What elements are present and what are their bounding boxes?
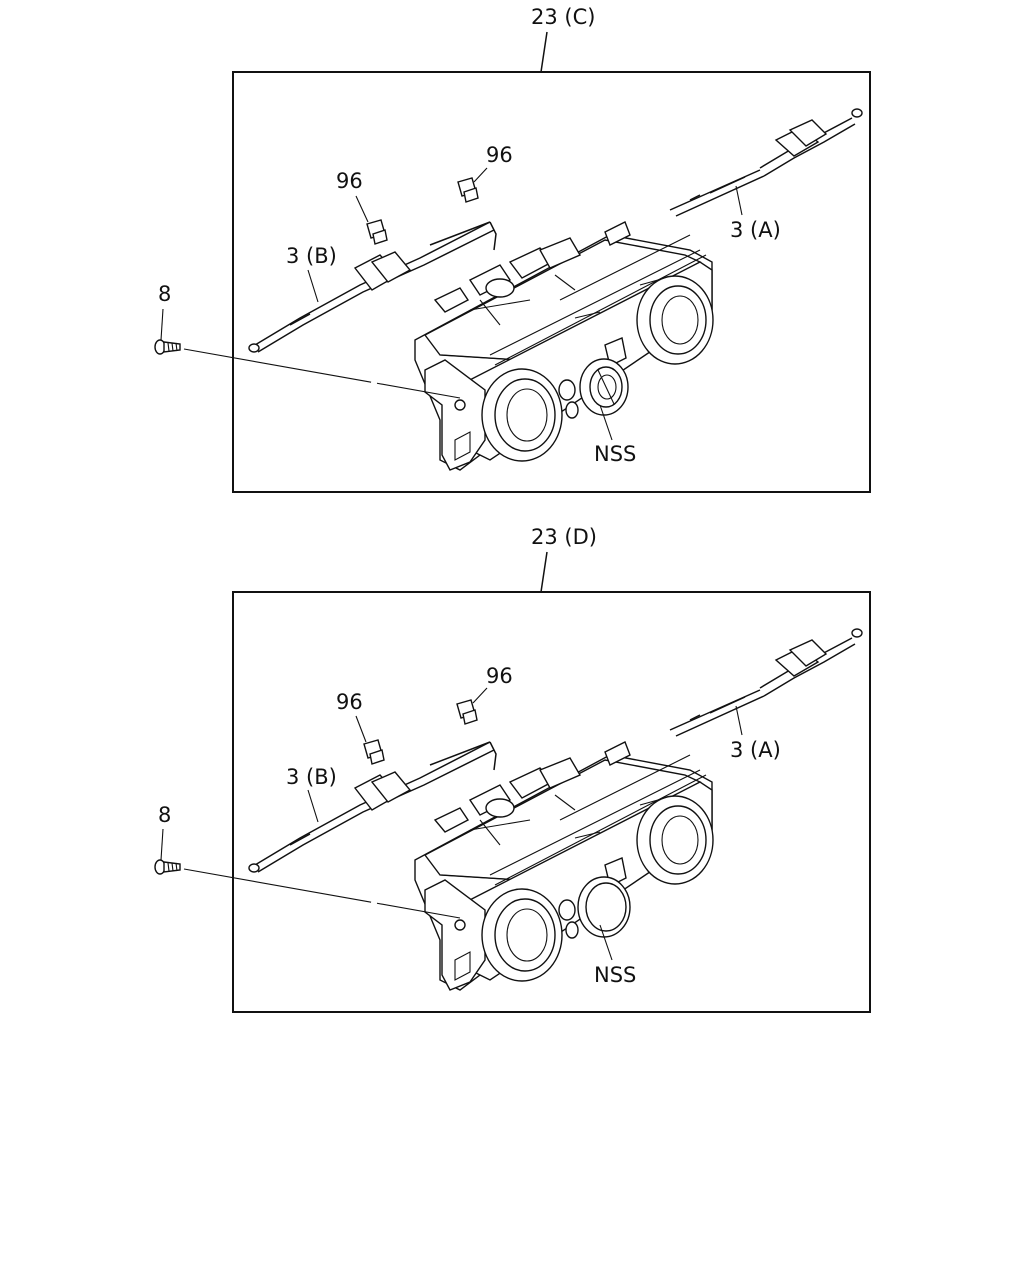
clip-right-leader (473, 167, 488, 183)
clip-part-left (366, 219, 388, 245)
nss-leader (599, 404, 613, 441)
diagram-23c: 23 (C) 96 96 3 (B) 3 (A) 8 NSS (154, 5, 871, 493)
clip-left-leader (355, 195, 369, 223)
screw-label-leader (160, 828, 164, 861)
cable-a-leader (735, 185, 743, 216)
screw-part (154, 339, 181, 355)
screw-install-line (183, 868, 461, 919)
clip-right-leader (472, 687, 488, 704)
nss-label: NSS (594, 963, 636, 987)
heater-control-assembly (248, 628, 863, 991)
clip-part-left (363, 739, 385, 765)
screw-label: 8 (158, 803, 171, 827)
clip-left-label: 96 (336, 690, 363, 714)
clip-right-label: 96 (486, 143, 513, 167)
cable-b-leader (307, 269, 319, 303)
center-rotary-knob (579, 358, 629, 416)
screw-label-leader (160, 308, 164, 341)
screw-label: 8 (158, 282, 171, 306)
cable-b-label: 3 (B) (286, 765, 337, 789)
screw-install-line (183, 348, 461, 399)
clip-left-leader (355, 715, 367, 743)
cable-a-label: 3 (A) (730, 218, 781, 242)
nss-label: NSS (594, 442, 636, 466)
heater-control-assembly (248, 108, 863, 471)
callout-leader (540, 551, 548, 593)
cable-a-label: 3 (A) (730, 738, 781, 762)
callout-label: 23 (D) (531, 525, 597, 549)
clip-part-right (456, 699, 478, 725)
diagram-frame (232, 591, 871, 1013)
center-plain-knob (577, 876, 631, 938)
cable-b-label: 3 (B) (286, 244, 337, 268)
callout-leader (540, 31, 548, 73)
screw-part (154, 859, 181, 875)
diagram-23d: 23 (D) 96 96 3 (B) 3 (A) 8 NSS (154, 525, 871, 1013)
clip-right-label: 96 (486, 664, 513, 688)
diagram-frame (232, 71, 871, 493)
nss-leader (599, 924, 613, 961)
cable-b-leader (307, 789, 319, 823)
clip-left-label: 96 (336, 169, 363, 193)
callout-label: 23 (C) (531, 5, 595, 29)
cable-a-leader (735, 705, 743, 736)
